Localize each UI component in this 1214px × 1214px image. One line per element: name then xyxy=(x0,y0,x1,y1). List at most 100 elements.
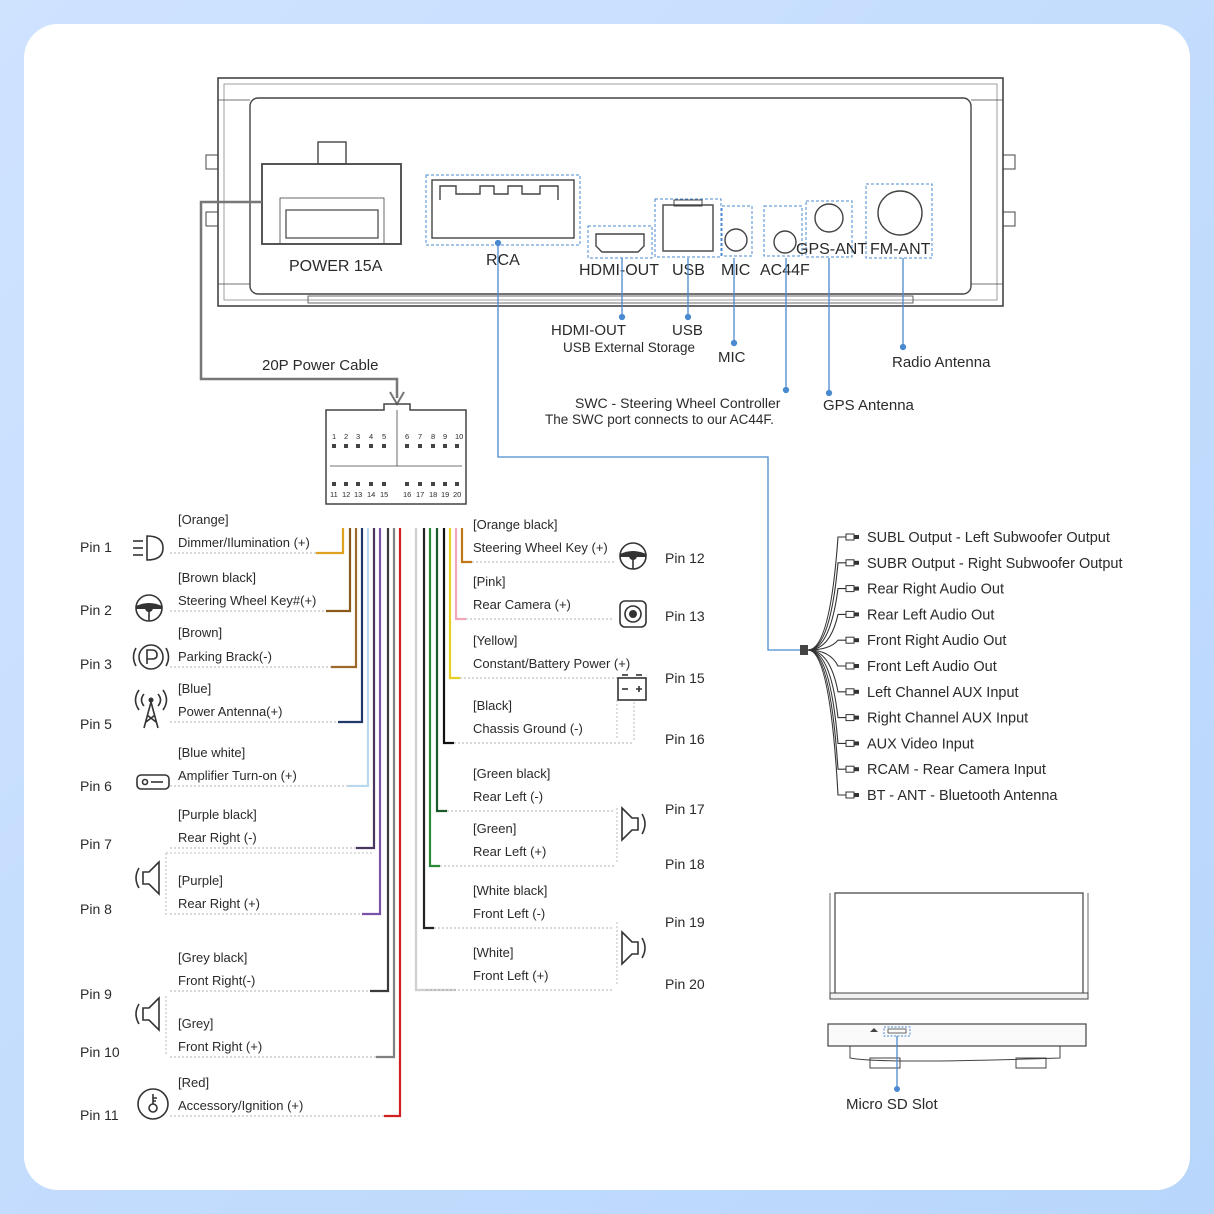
connector-pin-number: 19 xyxy=(441,490,449,499)
connector-pin-number: 9 xyxy=(443,432,447,441)
rca-port-label: RCA xyxy=(486,252,520,269)
rca-output-label: Rear Right Audio Out xyxy=(867,582,1004,598)
pin-label: Pin 16 xyxy=(665,731,705,747)
rca-plug-icon xyxy=(845,533,855,541)
connector-pin-number: 5 xyxy=(382,432,386,441)
antenna-tower-icon xyxy=(134,689,168,729)
rca-plug-tip xyxy=(854,664,859,668)
headlight-icon xyxy=(133,535,164,561)
wire-function-label: Chassis Ground (-) xyxy=(473,721,583,736)
right-pin-rows: Pin 12[Orange black]Steering Wheel Key (… xyxy=(426,517,705,992)
left-pin-row: Pin 10[Grey]Front Right (+) xyxy=(80,1016,376,1060)
rca-plug-icon xyxy=(845,714,855,722)
port-captions: HDMI-OUT USB USB External Storage MIC SW… xyxy=(262,322,991,427)
gps-caption: GPS Antenna xyxy=(823,397,915,414)
pin-label: Pin 9 xyxy=(80,986,112,1002)
wire-color-label: [Grey] xyxy=(178,1016,213,1031)
connector-pin-number: 7 xyxy=(418,432,422,441)
head-unit xyxy=(205,77,1016,307)
wire-stripe xyxy=(348,528,370,788)
rca-lead xyxy=(807,562,846,651)
wire-function-label: Rear Left (-) xyxy=(473,789,543,804)
right-pin-row: Pin 12[Orange black]Steering Wheel Key (… xyxy=(472,517,705,570)
ignition-key-icon xyxy=(137,1088,169,1120)
rca-plug-icon xyxy=(845,585,855,593)
connector-pin-number: 1 xyxy=(332,432,336,441)
right-pin-row: Pin 19[White black]Front Left (-) xyxy=(434,883,705,966)
rca-plug-icon xyxy=(845,662,855,670)
left-pin-row: Pin 7[Purple black]Rear Right (-) xyxy=(80,807,356,896)
wire xyxy=(348,528,370,788)
mic-caption: MIC xyxy=(718,349,746,366)
hdmi-port-label: HDMI-OUT xyxy=(579,262,659,279)
port-labels: POWER 15A RCA HDMI-OUT USB MIC AC44F GPS… xyxy=(289,241,931,279)
pin-label: Pin 12 xyxy=(665,550,705,566)
pin-label: Pin 11 xyxy=(80,1107,119,1123)
connector-pin-number: 8 xyxy=(431,432,435,441)
connector-pin xyxy=(431,482,435,486)
ac44f-port-label: AC44F xyxy=(760,262,810,279)
connector-pin xyxy=(431,444,435,448)
connector-pin-number: 4 xyxy=(369,432,373,441)
connector-pin xyxy=(382,444,386,448)
rca-output-label: BT - ANT - Bluetooth Antenna xyxy=(867,788,1058,804)
wire xyxy=(356,528,376,850)
speaker-icon xyxy=(135,996,160,1032)
wire-function-label: Rear Right (-) xyxy=(178,830,257,845)
wire xyxy=(422,528,434,930)
wire-color-label: [Grey black] xyxy=(178,950,247,965)
wire-function-label: Rear Right (+) xyxy=(178,896,260,911)
right-pin-row: Pin 13[Pink]Rear Camera (+) xyxy=(466,574,705,628)
connector-pin-number: 17 xyxy=(416,490,424,499)
steering-wheel-icon xyxy=(619,542,647,570)
wire xyxy=(428,528,440,868)
connector-pin-number: 12 xyxy=(342,490,350,499)
rca-hub xyxy=(800,645,808,655)
wire-color-label: [Yellow] xyxy=(473,633,517,648)
connector-pin-number: 2 xyxy=(344,432,348,441)
rca-plug-tip xyxy=(854,560,859,565)
connector-pin-number: 18 xyxy=(429,490,437,499)
wire xyxy=(435,528,447,813)
wire xyxy=(331,528,358,669)
pin-label: Pin 1 xyxy=(80,539,112,555)
connector-pin-number: 11 xyxy=(330,490,338,499)
wire-function-label: Steering Wheel Key#(+) xyxy=(178,593,316,608)
connector-pin xyxy=(344,444,348,448)
wire-function-label: Constant/Battery Power (+) xyxy=(473,656,630,671)
pin-label: Pin 6 xyxy=(80,778,112,794)
right-pin-row: Pin 17[Green black]Rear Left (-) xyxy=(447,766,705,842)
wire-color-label: [Blue white] xyxy=(178,745,245,760)
left-pin-row: Pin 2[Brown black]Steering Wheel Key#(+) xyxy=(80,570,326,622)
micro-sd-caption: Micro SD Slot xyxy=(846,1096,939,1113)
pin-label: Pin 19 xyxy=(665,914,705,930)
connector-pin-number: 13 xyxy=(354,490,362,499)
right-pin-row: Pin 15[Yellow]Constant/Battery Power (+) xyxy=(460,633,705,701)
wire-function-label: Amplifier Turn-on (+) xyxy=(178,768,297,783)
rca-plug-icon xyxy=(845,791,855,799)
wire xyxy=(326,528,352,613)
wire-color-label: [Orange black] xyxy=(473,517,558,532)
wire-function-label: Front Right (+) xyxy=(178,1039,262,1054)
connector-pin-number: 6 xyxy=(405,432,409,441)
rca-output-label: Front Left Audio Out xyxy=(867,659,997,675)
rca-lead xyxy=(807,649,846,693)
rca-fan: SUBL Output - Left Subwoofer OutputSUBR … xyxy=(800,530,1123,804)
speaker-icon xyxy=(135,860,160,896)
connector-pin xyxy=(356,444,360,448)
wire-function-label: Parking Brack(-) xyxy=(178,649,272,664)
pin-label: Pin 18 xyxy=(665,856,705,872)
connector-pin xyxy=(418,444,422,448)
pin-label: Pin 17 xyxy=(665,801,705,817)
connector-pin-number: 10 xyxy=(455,432,463,441)
wire-function-label: Accessory/Ignition (+) xyxy=(178,1098,303,1113)
wire-color-label: [White] xyxy=(473,945,513,960)
connector-pin xyxy=(332,482,336,486)
left-pin-row: Pin 1[Orange]Dimmer/Ilumination (+) xyxy=(80,512,316,561)
wire-color-label: [Black] xyxy=(473,698,512,713)
connector-pin xyxy=(443,482,447,486)
wire xyxy=(442,528,454,745)
left-pin-row: Pin 5[Blue]Power Antenna(+) xyxy=(80,681,338,732)
right-pin-row: Pin 16 [Black] Chassis Ground (-) xyxy=(454,698,705,747)
